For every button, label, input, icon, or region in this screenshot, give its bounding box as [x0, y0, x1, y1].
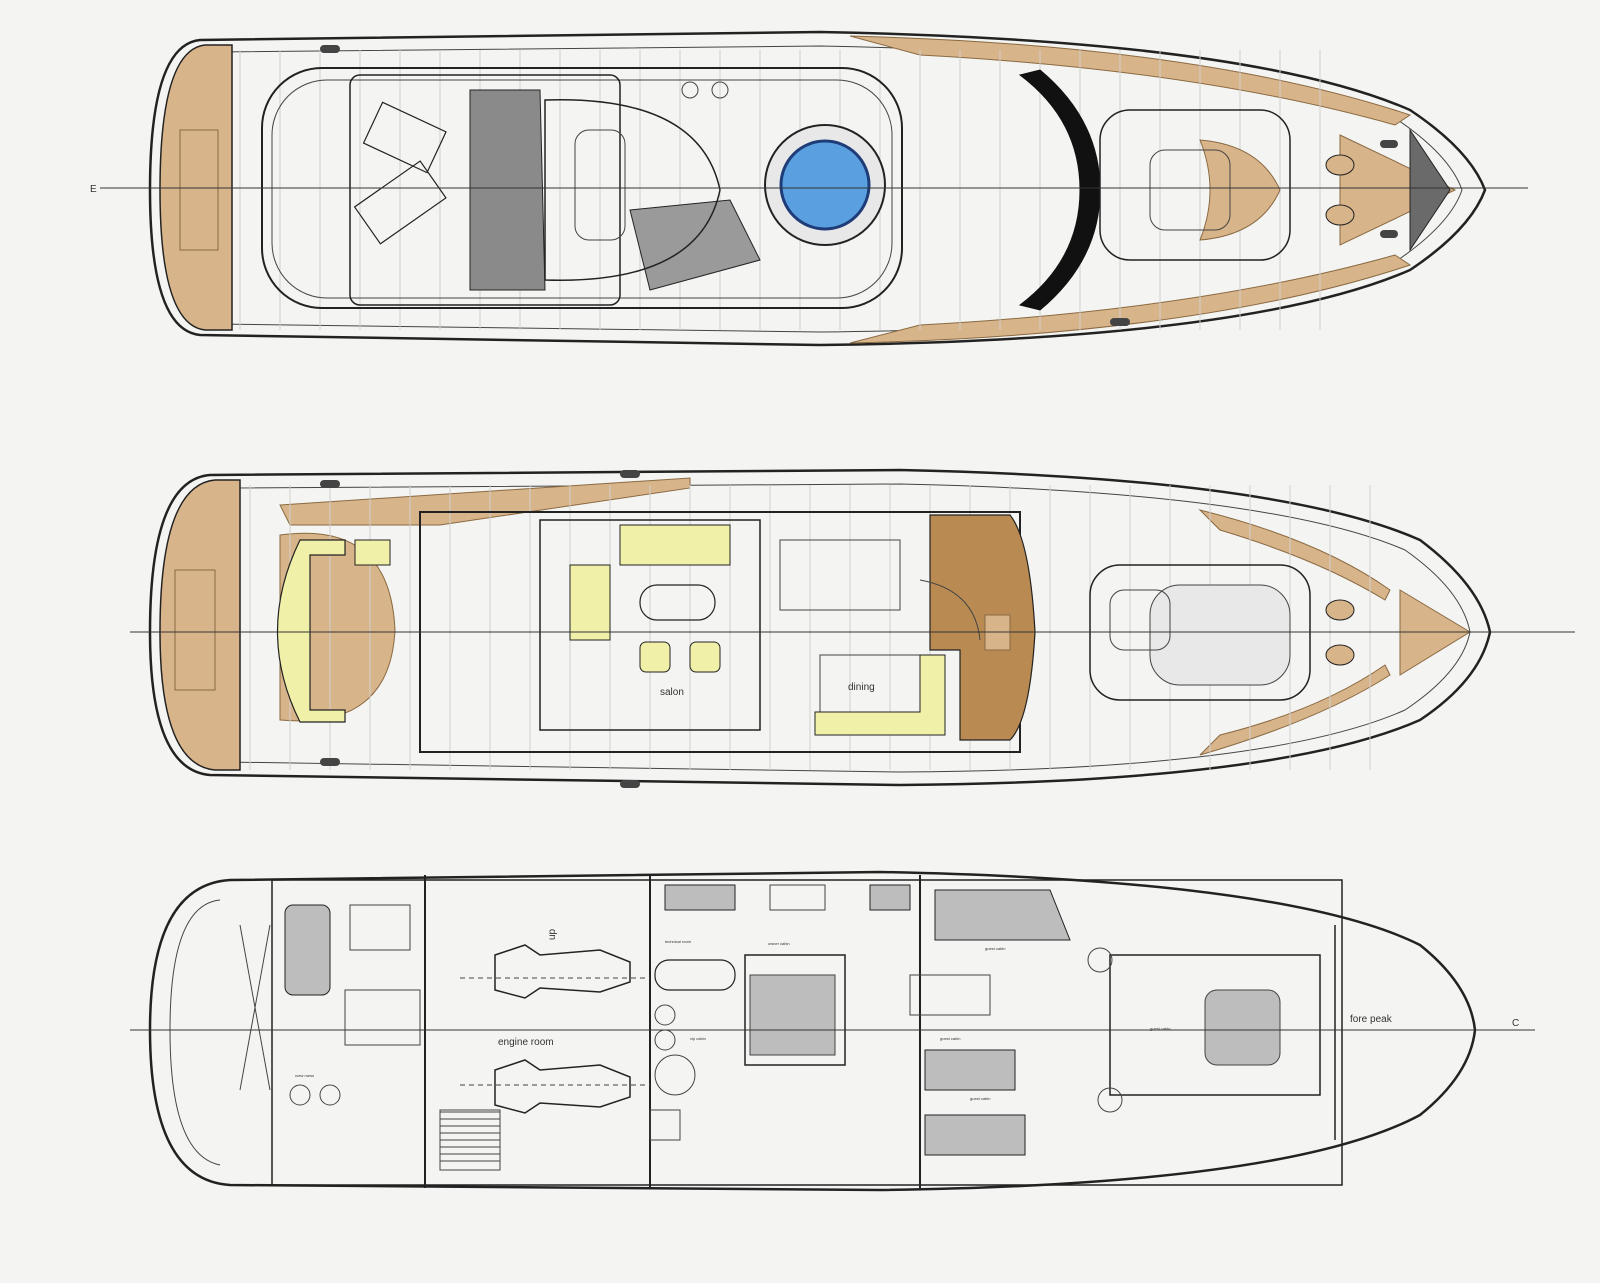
flybridge-bow-teak: [1339, 134, 1457, 246]
salon-sofa-side: [569, 564, 611, 641]
main-deck: salon dining: [130, 468, 1575, 788]
label-guest-cabin-2: guest cabin: [970, 1096, 990, 1101]
label-guest-cabin-1: guest cabin: [985, 946, 1005, 951]
flybridge-teak-starboard: [849, 35, 1412, 126]
main-deck-wheelhouse-floor: [929, 514, 1036, 741]
label-technical-room: technical room: [665, 939, 692, 944]
main-deck-aft-sofa: [277, 539, 346, 723]
salon-sofa-top: [619, 524, 731, 566]
flybridge-jacuzzi: [779, 139, 871, 231]
label-engine-room: engine room: [498, 1037, 554, 1048]
label-vip-cabin: vip cabin: [690, 1036, 706, 1041]
flybridge-radar-arch: [1018, 69, 1101, 311]
flybridge-deck: E: [90, 30, 1528, 347]
engine-room-stairs: [440, 1111, 500, 1162]
lower-deck: crew mess engine room up owner cabin vip…: [130, 870, 1535, 1192]
label-crew-mess: crew mess: [295, 1073, 314, 1078]
label-guest-cabin-3: guest cabin: [940, 1036, 960, 1041]
flybridge-teak-port: [849, 254, 1412, 344]
dining-bench: [814, 654, 946, 736]
flybridge-sunpad: [469, 89, 546, 291]
label-dining: dining: [848, 682, 875, 693]
main-deck-hull: [148, 468, 1492, 787]
label-guest-cabin-4: guest cabin: [1150, 1026, 1170, 1031]
label-fore-peak: fore peak: [1350, 1014, 1393, 1025]
label-salon: salon: [660, 687, 684, 698]
engine-starboard: [494, 944, 631, 999]
lower-deck-interior: [271, 879, 1343, 1186]
label-up: up: [547, 928, 558, 940]
centerline-mark-top: E: [90, 184, 97, 195]
lower-deck-hull: [148, 870, 1477, 1192]
main-deck-aft-platform: [159, 479, 241, 771]
engine-port: [494, 1059, 631, 1114]
label-master-cabin: owner cabin: [768, 941, 790, 946]
centerline-mark-bottom: C: [1512, 1018, 1519, 1029]
